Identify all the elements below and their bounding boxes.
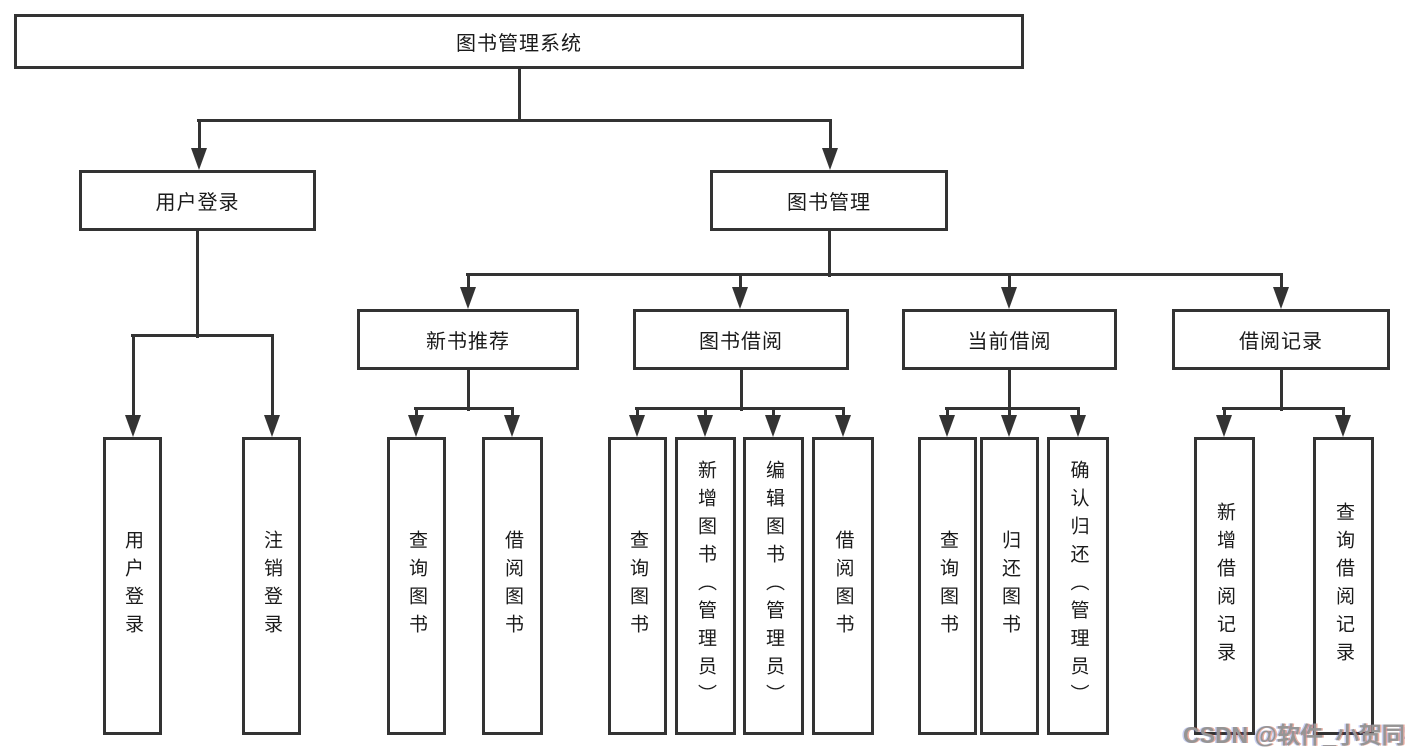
connector-hline <box>131 333 274 337</box>
node-leaf-add-books-admin: 新增图书（管理员） <box>675 437 736 735</box>
node-leaf-query-books-current: 查询图书 <box>918 437 977 735</box>
arrowhead-down-icon <box>1001 415 1017 437</box>
connector-hline <box>414 406 514 410</box>
node-new-book-recommend: 新书推荐 <box>357 309 579 370</box>
node-book-management: 图书管理 <box>710 170 948 231</box>
arrowhead-down-icon <box>504 415 520 437</box>
node-label: 新书推荐 <box>426 331 510 353</box>
connector-hline <box>945 406 1080 410</box>
connector-hline <box>466 272 1283 276</box>
node-library-system: 图书管理系统 <box>14 14 1024 69</box>
connector-vline <box>1076 408 1080 417</box>
arrowhead-down-icon <box>822 148 838 170</box>
node-label: 查询图书 <box>406 530 427 642</box>
node-label: 编辑图书（管理员） <box>763 460 784 712</box>
node-leaf-borrow-books: 借阅图书 <box>812 437 874 735</box>
node-label: 用户登录 <box>122 530 143 642</box>
connector-vline <box>517 69 521 122</box>
node-label: 新增图书（管理员） <box>695 460 716 712</box>
arrowhead-down-icon <box>1070 415 1086 437</box>
connector-vline <box>1007 408 1011 417</box>
node-label: 用户登录 <box>155 192 240 214</box>
connector-vline <box>945 408 949 417</box>
node-leaf-return-books: 归还图书 <box>980 437 1039 735</box>
connector-hline <box>635 406 845 410</box>
arrowhead-down-icon <box>264 415 280 437</box>
connector-vline <box>738 274 742 289</box>
node-leaf-borrow-books-recommend: 借阅图书 <box>482 437 543 735</box>
node-book-borrowing: 图书借阅 <box>633 309 849 370</box>
connector-vline <box>841 408 845 417</box>
node-leaf-add-borrow-record: 新增借阅记录 <box>1194 437 1255 735</box>
connector-vline <box>510 408 514 417</box>
node-leaf-confirm-return-admin: 确认归还（管理员） <box>1047 437 1109 735</box>
node-label: 图书管理系统 <box>456 33 582 55</box>
arrowhead-down-icon <box>732 287 748 309</box>
node-leaf-user-login: 用户登录 <box>103 437 162 735</box>
arrowhead-down-icon <box>1273 287 1289 309</box>
connector-vline <box>1007 274 1011 289</box>
connector-vline <box>414 408 418 417</box>
connector-vline <box>828 120 832 150</box>
arrowhead-down-icon <box>1001 287 1017 309</box>
connector-hline <box>1222 406 1345 410</box>
connector-vline <box>739 370 743 411</box>
node-label: 确认归还（管理员） <box>1067 460 1089 712</box>
arrowhead-down-icon <box>697 415 713 437</box>
arrowhead-down-icon <box>408 415 424 437</box>
node-label: 图书借阅 <box>699 331 783 353</box>
node-label: 注销登录 <box>261 530 282 642</box>
node-label: 新增借阅记录 <box>1214 502 1235 670</box>
connector-vline <box>703 408 707 417</box>
arrowhead-down-icon <box>460 287 476 309</box>
arrowhead-down-icon <box>1216 415 1232 437</box>
connector-vline <box>270 335 274 417</box>
connector-vline <box>635 408 639 417</box>
node-label: 借阅记录 <box>1239 331 1323 353</box>
connector-vline <box>827 231 831 277</box>
connector-vline <box>1279 274 1283 289</box>
connector-vline <box>1222 408 1226 417</box>
arrowhead-down-icon <box>125 415 141 437</box>
connector-vline <box>1007 370 1011 411</box>
node-label: 借阅图书 <box>502 530 523 642</box>
connector-vline <box>197 120 201 150</box>
node-borrowing-records: 借阅记录 <box>1172 309 1390 370</box>
node-leaf-query-books-borrowing: 查询图书 <box>608 437 667 735</box>
connector-vline <box>466 274 470 289</box>
connector-vline <box>195 231 199 338</box>
node-label: 图书管理 <box>787 192 871 214</box>
node-label: 查询图书 <box>937 530 958 642</box>
arrowhead-down-icon <box>191 148 207 170</box>
arrowhead-down-icon <box>629 415 645 437</box>
node-label: 借阅图书 <box>832 530 854 642</box>
connector-vline <box>466 370 470 411</box>
arrowhead-down-icon <box>939 415 955 437</box>
connector-vline <box>1341 408 1345 417</box>
node-user-login: 用户登录 <box>79 170 316 231</box>
connector-vline <box>771 408 775 417</box>
csdn-watermark: CSDN @软件_小贺同学 <box>1183 722 1405 747</box>
node-current-borrowing: 当前借阅 <box>902 309 1117 370</box>
node-label: 归还图书 <box>999 530 1020 642</box>
arrowhead-down-icon <box>1335 415 1351 437</box>
node-leaf-logout: 注销登录 <box>242 437 301 735</box>
connector-vline <box>131 335 135 417</box>
arrowhead-down-icon <box>835 415 851 437</box>
connector-hline <box>197 118 832 122</box>
node-label: 查询借阅记录 <box>1333 502 1354 670</box>
node-leaf-query-borrow-record: 查询借阅记录 <box>1313 437 1374 735</box>
connector-vline <box>1279 370 1283 411</box>
node-leaf-query-books-recommend: 查询图书 <box>387 437 446 735</box>
node-label: 查询图书 <box>627 530 648 642</box>
node-label: 当前借阅 <box>967 331 1052 353</box>
node-leaf-edit-books-admin: 编辑图书（管理员） <box>743 437 804 735</box>
arrowhead-down-icon <box>765 415 781 437</box>
